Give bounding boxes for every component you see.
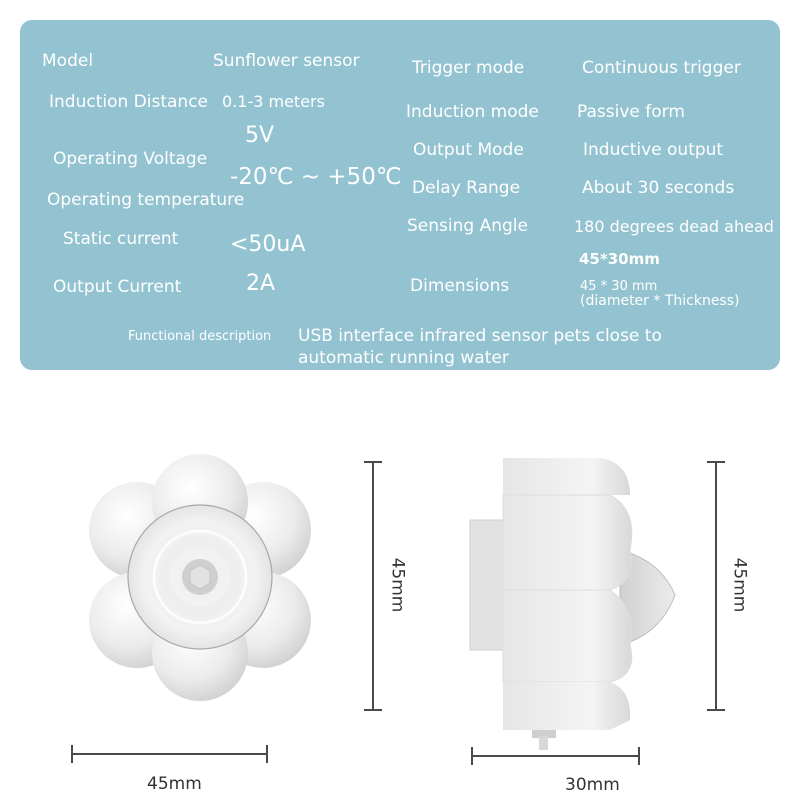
spec-label-functional-description: Functional description — [128, 329, 272, 344]
spec-label-static-current: Static current — [63, 229, 179, 249]
spec-value-dimensions-bold: 45*30mm — [579, 250, 660, 268]
spec-label-output-current: Output Current — [53, 277, 182, 297]
front-width-line — [72, 753, 268, 755]
side-height-cap-bottom — [707, 709, 725, 711]
spec-label-induction-distance: Induction Distance — [49, 92, 209, 112]
spec-value-induction-distance: 0.1-3 meters — [222, 92, 325, 111]
spec-value-delay-range: About 30 seconds — [582, 178, 735, 198]
spec-value-dimensions: 45 * 30 mm — [580, 279, 658, 294]
side-width-line — [472, 755, 640, 757]
spec-value-operating-voltage: 5V — [245, 123, 275, 148]
spec-label-output-mode: Output Mode — [413, 140, 524, 160]
spec-label-delay-range: Delay Range — [412, 178, 521, 198]
front-width-cap-right — [266, 745, 268, 763]
spec-value-trigger-mode: Continuous trigger — [582, 58, 741, 78]
front-height-cap-top — [364, 461, 382, 463]
spec-label-sensing-angle: Sensing Angle — [407, 216, 528, 236]
front-height-cap-bottom — [364, 709, 382, 711]
side-view-sensor-image — [469, 458, 676, 750]
side-width-cap-right — [638, 747, 640, 765]
spec-label-trigger-mode: Trigger mode — [412, 58, 525, 78]
spec-value-output-mode: Inductive output — [583, 140, 724, 160]
side-height-cap-top — [707, 461, 725, 463]
side-height-label: 45mm — [729, 557, 750, 613]
spec-label-induction-mode: Induction mode — [406, 102, 539, 122]
spec-value-sensing-angle: 180 degrees dead ahead — [574, 217, 774, 236]
spec-panel: Model Sunflower sensor Induction Distanc… — [20, 20, 780, 370]
front-height-label: 45mm — [387, 557, 408, 613]
spec-value-static-current: <50uA — [230, 232, 306, 257]
spec-value-operating-temperature: -20℃ ~ +50℃ — [230, 164, 402, 190]
spec-label-model: Model — [42, 51, 94, 71]
spec-value-dimensions-note: (diameter * Thickness) — [580, 293, 740, 309]
spec-label-operating-voltage: Operating Voltage — [53, 149, 208, 169]
side-width-label: 30mm — [565, 775, 620, 795]
side-height-line — [715, 461, 717, 711]
spec-value-induction-mode: Passive form — [577, 102, 685, 122]
front-width-cap-left — [71, 745, 73, 763]
front-height-line — [372, 461, 374, 711]
spec-label-dimensions: Dimensions — [410, 276, 510, 296]
side-width-cap-left — [471, 747, 473, 765]
spec-value-model: Sunflower sensor — [213, 51, 360, 71]
spec-label-operating-temperature: Operating temperature — [47, 190, 245, 210]
spec-value-functional-description: USB interface infrared sensor pets close… — [298, 326, 662, 368]
front-width-label: 45mm — [147, 774, 202, 794]
front-view-sensor-image — [89, 454, 311, 701]
spec-value-output-current: 2A — [246, 271, 276, 296]
